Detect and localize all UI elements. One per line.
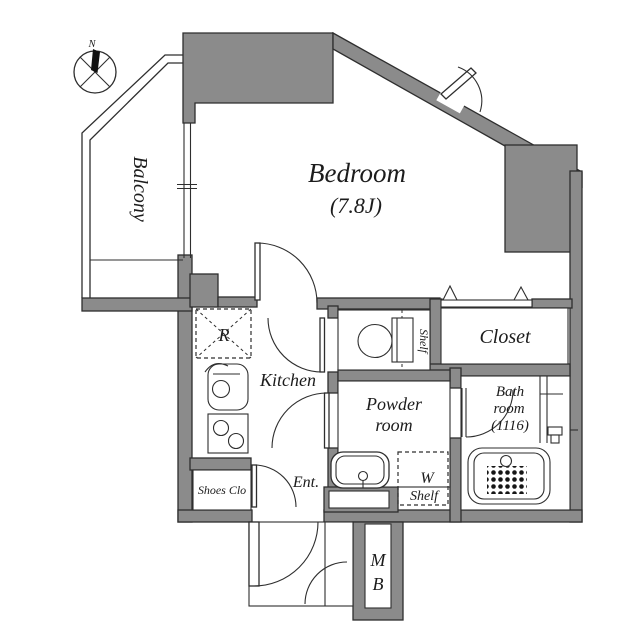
meter-box-label-2: B (373, 574, 384, 594)
compass-icon (73, 49, 117, 94)
bathtub-texture (487, 466, 527, 494)
wall-balcony-base (81, 297, 193, 312)
balcony-label: Balcony (129, 156, 151, 222)
bedroom-window (177, 123, 197, 258)
shoes-closet-label: Shoes Clo (198, 483, 246, 497)
bath-door-arc (465, 389, 514, 438)
powder-label-2: room (375, 415, 412, 435)
toilet-door-arc (267, 317, 323, 373)
toilet-shelf-label: Shelf (417, 329, 431, 355)
entrance-door-leaf (248, 521, 260, 587)
balcony (81, 54, 183, 298)
wall-toilet-powder (337, 369, 451, 382)
entrance-door-arc2 (304, 561, 348, 605)
washer-shelf-space (397, 451, 449, 506)
entrance-door-arc (253, 521, 319, 587)
kitchen-sink (204, 363, 249, 411)
powder-door-arc (271, 392, 328, 449)
closet-interior (440, 307, 569, 365)
meter-box-label-1: M (370, 550, 387, 570)
w-shelf-label-2: Shelf (410, 489, 440, 504)
bedroom-door-leaf (254, 242, 261, 301)
refrigerator-label: R (218, 325, 230, 345)
powder-label-1: Powder (365, 394, 423, 414)
bath-fittings (539, 376, 578, 444)
wall-top-block (182, 32, 334, 124)
toilet (357, 310, 414, 370)
diagonal-door-arc (457, 66, 483, 113)
wall-bottom-left (177, 509, 253, 523)
wall-right-column (504, 144, 578, 253)
wall-bedroom-south-left (217, 296, 258, 308)
kitchen-label: Kitchen (259, 370, 316, 390)
meter-box (364, 523, 392, 609)
stove (207, 413, 249, 454)
closet-label: Closet (479, 326, 531, 348)
closet-door (440, 284, 533, 308)
entrance-bay (248, 521, 354, 607)
powder-door-leaf (323, 392, 330, 449)
hall-door-leaf (251, 464, 258, 508)
bedroom-size-label: (7.8J) (330, 193, 382, 218)
compass-needle (91, 49, 100, 73)
wall-closet-top (531, 298, 573, 309)
entry-step (328, 490, 390, 509)
bedroom-label: Bedroom (308, 158, 406, 188)
diagonal-door-leaf (440, 67, 477, 100)
toilet-door-leaf (319, 317, 326, 373)
bath-label-2: room (493, 401, 524, 417)
washbasin (330, 451, 390, 489)
compass-n-label: N (87, 39, 96, 50)
bathtub (467, 447, 551, 505)
refrigerator-space (195, 308, 252, 359)
doors (248, 66, 514, 605)
diagonal-door-gap (436, 81, 471, 114)
walls (81, 31, 583, 621)
w-shelf-label-1: W (420, 470, 435, 487)
bedroom-door-arc (256, 242, 318, 304)
bath-size-label: (1116) (491, 418, 529, 434)
entrance-label: Ent. (292, 474, 319, 491)
wall-notch (189, 273, 219, 308)
shoes-closet-box (192, 469, 252, 511)
bath-label-1: Bath (496, 384, 524, 400)
wall-right (569, 170, 583, 523)
hall-door-arc (253, 464, 297, 508)
